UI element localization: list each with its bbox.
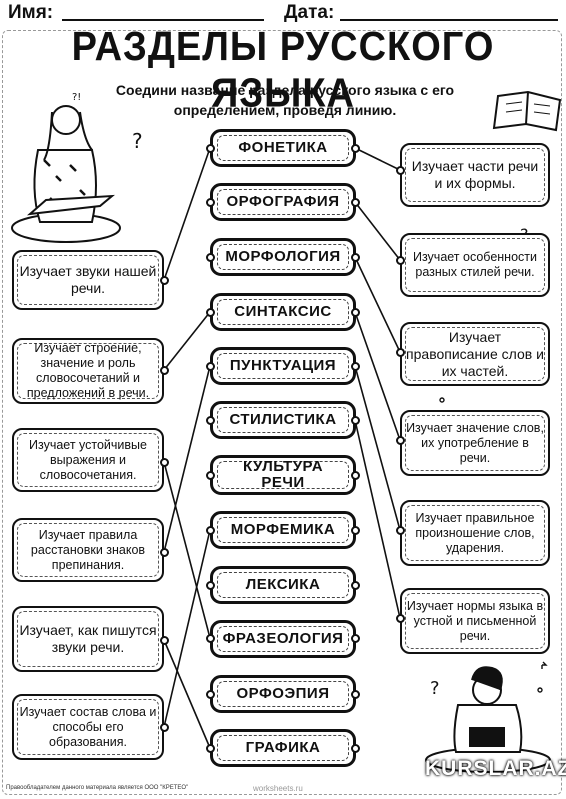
dot-term-8-right[interactable] <box>350 525 360 535</box>
dot-term-1-right[interactable] <box>350 143 360 153</box>
name-label: Имя: <box>8 2 54 23</box>
dot-term-4-left[interactable] <box>205 307 215 317</box>
term-stylistics: СТИЛИСТИКА <box>210 401 356 439</box>
term-phraseology: ФРАЗЕОЛОГИЯ <box>210 620 356 658</box>
dot-term-1-left[interactable] <box>205 143 215 153</box>
dot-right-def-3[interactable] <box>395 347 405 357</box>
definition-right-1: Изучает части речи и их формы. <box>400 143 550 207</box>
page-border <box>2 30 562 795</box>
dot-right-def-5[interactable] <box>395 525 405 535</box>
term-orthoepy: ОРФОЭПИЯ <box>210 675 356 713</box>
dot-term-3-left[interactable] <box>205 252 215 262</box>
dot-term-3-right[interactable] <box>350 252 360 262</box>
dot-left-def-1[interactable] <box>159 275 169 285</box>
dot-term-6-right[interactable] <box>350 415 360 425</box>
term-phonetics: ФОНЕТИКА <box>210 129 356 167</box>
copyright-footer: Правообладателем данного материала являе… <box>6 785 189 791</box>
question-mark-icon: ? <box>132 129 143 153</box>
instruction-text: Соедини название раздела русского языка … <box>115 82 455 118</box>
dot-right-def-6[interactable] <box>395 613 405 623</box>
date-label: Дата: <box>284 2 335 23</box>
dot-term-6-left[interactable] <box>205 415 215 425</box>
definition-right-6: Изучает нормы языка в устной и письменно… <box>400 588 550 654</box>
definition-left-2: Изучает строение, значение и роль словос… <box>12 338 164 404</box>
page-title: РАЗДЕЛЫ РУССКОГО ЯЗЫКА <box>71 24 495 117</box>
svg-text:?: ? <box>430 678 440 699</box>
girl-reading-illustration: ?! <box>11 92 121 243</box>
term-graphics: ГРАФИКА <box>210 729 356 767</box>
dot-term-9-left[interactable] <box>205 580 215 590</box>
term-morphology: МОРФОЛОГИЯ <box>210 238 356 276</box>
term-morphemics: МОРФЕМИКА <box>210 511 356 549</box>
dot-term-10-right[interactable] <box>350 633 360 643</box>
term-punctuation: ПУНКТУАЦИЯ <box>210 347 356 385</box>
definition-right-4: Изучает значение слов, их употребление в… <box>400 410 550 476</box>
book-icon <box>492 90 562 132</box>
term-speech-culture: КУЛЬТУРА РЕЧИ <box>210 455 356 495</box>
dot-left-def-2[interactable] <box>159 365 169 375</box>
dot-term-8-left[interactable] <box>205 525 215 535</box>
definition-left-4: Изучает правила расстановки знаков препи… <box>12 518 164 582</box>
dot-term-2-right[interactable] <box>350 197 360 207</box>
dot-term-7-right[interactable] <box>350 470 360 480</box>
term-lexicology: ЛЕКСИКА <box>210 566 356 604</box>
name-line[interactable] <box>62 19 264 21</box>
dot-term-12-right[interactable] <box>350 743 360 753</box>
dot-left-def-5[interactable] <box>159 635 169 645</box>
dot-term-9-right[interactable] <box>350 580 360 590</box>
dot-left-def-6[interactable] <box>159 722 169 732</box>
girl-meditating-illustration <box>425 666 551 773</box>
dot-term-11-right[interactable] <box>350 689 360 699</box>
svg-text:?!: ?! <box>72 92 81 103</box>
definition-left-6: Изучает состав слова и способы его образ… <box>12 694 164 760</box>
dot-left-def-4[interactable] <box>159 547 169 557</box>
dot-right-def-1[interactable] <box>395 165 405 175</box>
dot-term-5-right[interactable] <box>350 361 360 371</box>
brand-watermark: KURSLAR.AZ <box>425 757 566 780</box>
definition-left-3: Изучает устойчивые выражения и словосоче… <box>12 428 164 492</box>
dot-term-10-left[interactable] <box>205 633 215 643</box>
definition-left-1: Изучает звуки нашей речи. <box>12 250 164 310</box>
watermark: worksheets.ru <box>253 784 303 793</box>
definition-left-5: Изучает, как пишутся звуки речи. <box>12 606 164 672</box>
dot-right-def-2[interactable] <box>395 255 405 265</box>
dot-term-2-left[interactable] <box>205 197 215 207</box>
dot-term-11-left[interactable] <box>205 689 215 699</box>
definition-right-3: Изучает правописание слов и их частей. <box>400 322 550 386</box>
definition-right-2: Изучает особенности разных стилей речи. <box>400 233 550 297</box>
dot-term-7-left[interactable] <box>205 470 215 480</box>
dot-right-def-4[interactable] <box>395 435 405 445</box>
term-syntax: СИНТАКСИС <box>210 293 356 331</box>
dot-term-4-right[interactable] <box>350 307 360 317</box>
dot-term-12-left[interactable] <box>205 743 215 753</box>
date-line[interactable] <box>340 19 558 21</box>
dot-left-def-3[interactable] <box>159 457 169 467</box>
dot-term-5-left[interactable] <box>205 361 215 371</box>
definition-right-5: Изучает правильное произношение слов, уд… <box>400 500 550 566</box>
term-orthography: ОРФОГРАФИЯ <box>210 183 356 221</box>
